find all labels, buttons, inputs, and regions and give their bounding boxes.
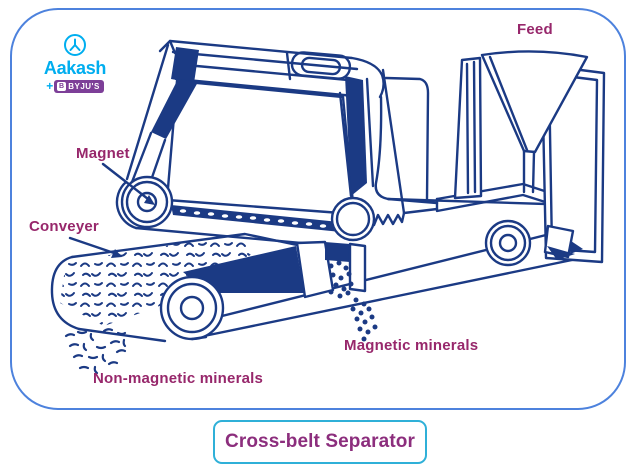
feed-hopper [480, 50, 589, 194]
support-post [381, 68, 406, 215]
label-magnet: Magnet [76, 145, 130, 162]
caption-title: Cross-belt Separator [225, 431, 415, 452]
byjus-square-icon: B [57, 81, 67, 91]
magnetic-minerals-dots [328, 260, 378, 342]
magnet-pointer-arrow [101, 162, 155, 205]
band-pill-inner [300, 56, 342, 76]
label-feed: Feed [517, 21, 553, 38]
aakash-byjus-logo: Aakash + B BYJU'S [30, 33, 120, 93]
label-non-magnetic-minerals: Non-magnetic minerals [93, 370, 264, 387]
non-magnetic-minerals-dashes [64, 328, 127, 375]
zigzag-spring [372, 211, 406, 227]
byjus-badge-text: BYJU'S [68, 81, 100, 91]
conveyor-roller [159, 275, 225, 341]
serration-beads [179, 209, 327, 228]
label-conveyer: Conveyer [29, 218, 99, 235]
discharge-flap [543, 224, 583, 260]
band-pill-outer [290, 51, 352, 80]
brand-plus: + [46, 79, 54, 93]
dark-belt-accents [151, 47, 367, 196]
bed-wheel [484, 219, 532, 267]
conveyer-pointer-arrow [68, 236, 122, 258]
cross-belt-frame [50, 39, 606, 375]
magnetic-chute [295, 240, 367, 299]
caption-box: Cross-belt Separator [213, 420, 427, 464]
lower-conveyor [50, 232, 304, 343]
feed-right-post [540, 63, 606, 264]
aakash-logo-icon [64, 34, 86, 56]
belt-serration-strip [171, 205, 351, 233]
belt-face [165, 79, 356, 216]
label-magnetic-minerals: Magnetic minerals [344, 337, 479, 354]
brand-name: Aakash [43, 58, 107, 78]
central-pulley [330, 196, 376, 242]
byjus-badge: B BYJU'S [54, 79, 104, 93]
